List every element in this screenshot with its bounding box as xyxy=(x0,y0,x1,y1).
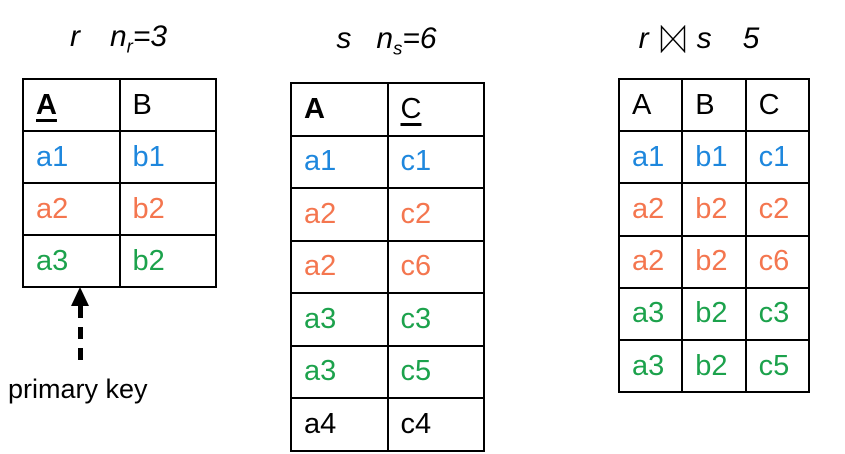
table-s-cell: a2 xyxy=(290,187,389,242)
table-s-header-C: C xyxy=(386,82,485,137)
table-s-cell: a3 xyxy=(290,292,389,347)
table-s-cell: a4 xyxy=(290,397,389,452)
table-join-title: r s 5 xyxy=(604,22,794,56)
table-join-header-A: A xyxy=(617,77,684,133)
relation-name-r: r xyxy=(69,20,80,53)
table-r-header-B: B xyxy=(118,78,217,132)
table-join-cell: c3 xyxy=(744,286,810,341)
relation-name-s: s xyxy=(336,22,352,55)
table-r-cell: b2 xyxy=(118,182,217,236)
table-join-cell: c5 xyxy=(744,338,810,394)
table-r-header-A: A xyxy=(22,78,121,132)
table-join-cell: c2 xyxy=(744,182,810,237)
table-s-cell: c5 xyxy=(386,344,485,399)
table-join-cell: a2 xyxy=(617,182,684,237)
table-s-cell: c1 xyxy=(386,134,485,189)
table-r-cell: a3 xyxy=(22,234,121,288)
table-r-cell: a1 xyxy=(22,130,121,184)
table-join-cell: b2 xyxy=(681,182,747,237)
table-join-cell: b2 xyxy=(681,234,747,289)
natural-join-icon xyxy=(660,25,686,53)
table-join-cell: c6 xyxy=(744,234,810,289)
table-join-cell: a3 xyxy=(617,286,684,341)
table-r-title: r nr=3 xyxy=(22,20,215,57)
table-s-header-A: A xyxy=(290,82,389,137)
table-s-title: s ns=6 xyxy=(290,22,483,59)
table-join-cell: a1 xyxy=(617,130,684,185)
relation-name-r: r xyxy=(638,22,649,55)
table-r-cell: b1 xyxy=(118,130,217,184)
table-s-cell: c2 xyxy=(386,187,485,242)
table-s-cell: a2 xyxy=(290,239,389,294)
primary-key-arrow-shaft xyxy=(78,306,83,368)
table-join-header-B: B xyxy=(681,77,747,133)
table-s-cell: c3 xyxy=(386,292,485,347)
table-join-cell: c1 xyxy=(744,130,810,185)
table-r-cell: a2 xyxy=(22,182,121,236)
primary-key-label: primary key xyxy=(8,374,148,404)
table-r-cell: b2 xyxy=(118,234,217,288)
table-join-header-C: C xyxy=(744,77,810,133)
table-s-cell: a3 xyxy=(290,344,389,399)
table-join-cell: a3 xyxy=(617,338,684,394)
table-join-cell: a2 xyxy=(617,234,684,289)
table-s-cell: c6 xyxy=(386,239,485,294)
table-join-cell: b2 xyxy=(681,286,747,341)
table-join-cell: b2 xyxy=(681,338,747,394)
relation-name-s: s xyxy=(696,22,712,55)
table-s-cell: c4 xyxy=(386,397,485,452)
cardinality-s: ns=6 xyxy=(376,22,437,59)
arrow-head-icon xyxy=(71,287,89,306)
table-s-cell: a1 xyxy=(290,134,389,189)
cardinality-r: nr=3 xyxy=(109,20,168,57)
join-result-count: 5 xyxy=(742,22,760,55)
table-join-cell: b1 xyxy=(681,130,747,185)
